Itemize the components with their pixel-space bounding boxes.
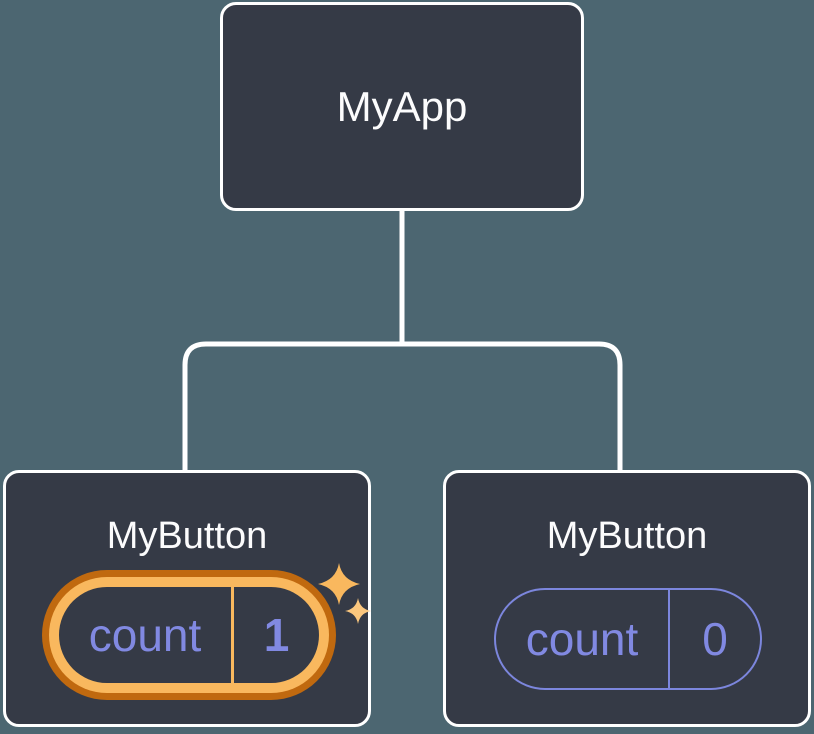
- state-pill-highlighted: count 1: [42, 570, 336, 700]
- sparkle-small-icon: [345, 598, 371, 624]
- sparkle-large-icon: [318, 563, 360, 605]
- pill-divider: [231, 587, 234, 683]
- sparkles-icon: [318, 563, 371, 624]
- state-name: count: [88, 609, 202, 661]
- state-name: count: [525, 613, 639, 665]
- node-myapp-label: MyApp: [336, 82, 468, 130]
- node-mybutton-1: MyButton count 1: [3, 470, 371, 727]
- node-myapp: MyApp: [220, 2, 584, 211]
- state-value: 1: [263, 609, 290, 661]
- pill-divider: [668, 590, 670, 688]
- node-mybutton-1-label: MyButton: [106, 515, 268, 557]
- state-pill-plain: count 0: [494, 588, 762, 690]
- node-mybutton-2-label: MyButton: [546, 515, 708, 557]
- highlight-ring: count 1: [49, 577, 329, 693]
- state-value: 0: [702, 613, 728, 665]
- node-mybutton-2: MyButton count 0: [443, 470, 811, 727]
